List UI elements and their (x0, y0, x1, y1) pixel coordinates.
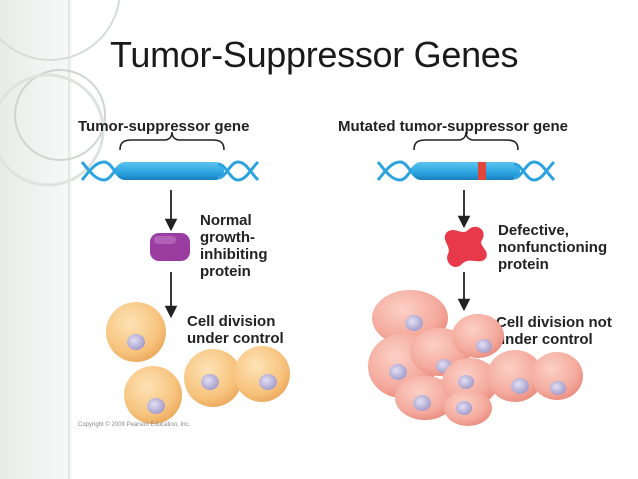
right-dna-gene (376, 160, 556, 182)
right-gene-brace (413, 131, 519, 151)
left-dna-gene (80, 160, 260, 182)
slide-left-divider (68, 0, 70, 479)
right-heading: Mutated tumor-suppressor gene (338, 118, 569, 135)
normal-cells (106, 302, 290, 424)
uncontrolled-division-label: Cell division not under control (496, 314, 612, 348)
page-title: Tumor-Suppressor Genes (110, 34, 519, 75)
copyright-notice: Copyright © 2009 Pearson Education, Inc. (78, 422, 191, 428)
defective-protein-label: Defective, nonfunctioning protein (498, 222, 608, 273)
mutation-site (478, 162, 486, 180)
left-heading: Tumor-suppressor gene (78, 118, 250, 135)
slide-left-decoration (0, 0, 72, 479)
abnormal-cell-mass (368, 290, 583, 426)
protein-highlight (154, 236, 176, 244)
controlled-division-label: Cell division under control (187, 313, 284, 347)
defective-protein (444, 226, 487, 267)
normal-protein-label: Normal growth- inhibiting protein (200, 212, 268, 280)
left-gene-brace (119, 131, 225, 151)
